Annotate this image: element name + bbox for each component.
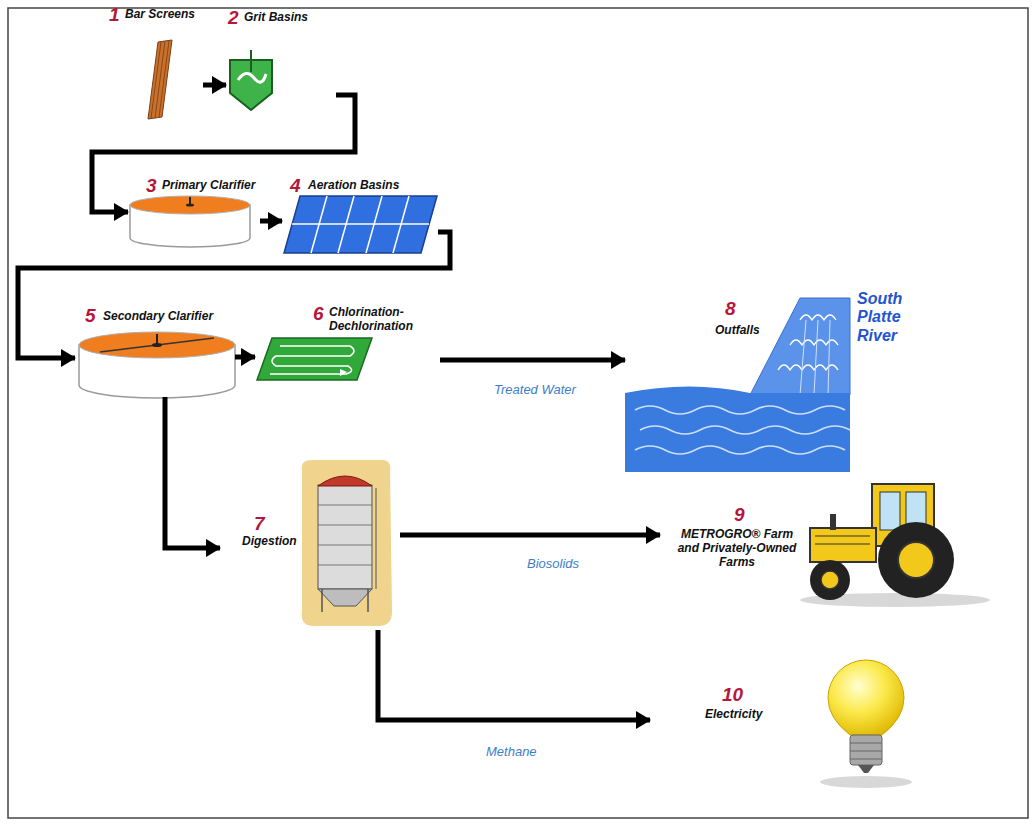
step-label: METROGRO® Farm and Privately-Owned Farms — [674, 528, 800, 569]
callout-number: 5 — [85, 305, 96, 327]
flow-label: Biosolids — [525, 556, 581, 571]
callout-number: 8 — [725, 298, 736, 320]
flow-arrow — [203, 83, 226, 88]
step-label: Outfalls — [715, 324, 760, 338]
process-step: 4 Aeration Basins — [282, 175, 438, 255]
step-label: South Platte River — [857, 290, 925, 345]
process-step: 10Electricity — [650, 650, 920, 790]
step-label: Grit Basins — [244, 11, 308, 25]
callout-number: 4 — [290, 175, 301, 197]
callout-number: 1 — [109, 4, 120, 26]
flow-arrow — [400, 533, 660, 538]
callout-number: 7 — [254, 513, 265, 535]
flow-arrow — [378, 630, 650, 720]
flow-arrow — [260, 219, 282, 224]
process-step: 6Chlorination-Dechlorination — [255, 303, 440, 383]
flow-arrow — [92, 95, 355, 212]
step-label: Chlorination-Dechlorination — [329, 306, 433, 334]
digester-icon — [302, 460, 392, 626]
aeration-basin-icon — [284, 196, 437, 253]
secondary-clarifier-icon — [79, 332, 235, 398]
tractor-icon — [800, 484, 990, 607]
process-step: 1 Bar Screens — [105, 2, 203, 118]
step-label: Primary Clarifier — [162, 179, 255, 193]
flow-arrow — [440, 358, 625, 363]
step-label: Aeration Basins — [308, 179, 399, 193]
grit-basin-icon — [230, 50, 272, 110]
process-step: 9METROGRO® Farm and Privately-Owned Farm… — [660, 478, 995, 603]
step-label: Secondary Clarifier — [103, 310, 213, 324]
step-label: Bar Screens — [125, 8, 195, 22]
flow-arrow — [235, 355, 255, 360]
process-step: 2 Grit Basins — [226, 5, 336, 113]
flow-label: Methane — [484, 744, 539, 759]
flow-label: Treated Water — [492, 382, 578, 397]
step-label: Electricity — [705, 708, 762, 722]
process-step: 3 Primary Clarifier — [128, 175, 260, 250]
callout-number: 6 — [313, 303, 324, 325]
light-bulb-icon — [820, 660, 912, 788]
frame — [8, 8, 1028, 818]
callout-number: 9 — [734, 504, 745, 526]
callout-number: 10 — [722, 684, 743, 706]
process-step: 8Outfalls South Platte River — [625, 288, 928, 473]
callout-number: 2 — [228, 7, 239, 29]
flow-arrow — [165, 397, 220, 548]
chlorination-basin-icon — [257, 338, 372, 380]
callout-number: 3 — [146, 175, 157, 197]
river-outfall-icon — [625, 298, 850, 472]
step-label: Digestion — [242, 535, 297, 549]
flow-arrow — [18, 232, 450, 358]
process-step: 5 Secondary Clarifier — [75, 305, 235, 397]
process-step: 7Digestion — [220, 455, 400, 630]
primary-clarifier-icon — [130, 196, 250, 247]
bar-screen-icon — [148, 40, 172, 119]
